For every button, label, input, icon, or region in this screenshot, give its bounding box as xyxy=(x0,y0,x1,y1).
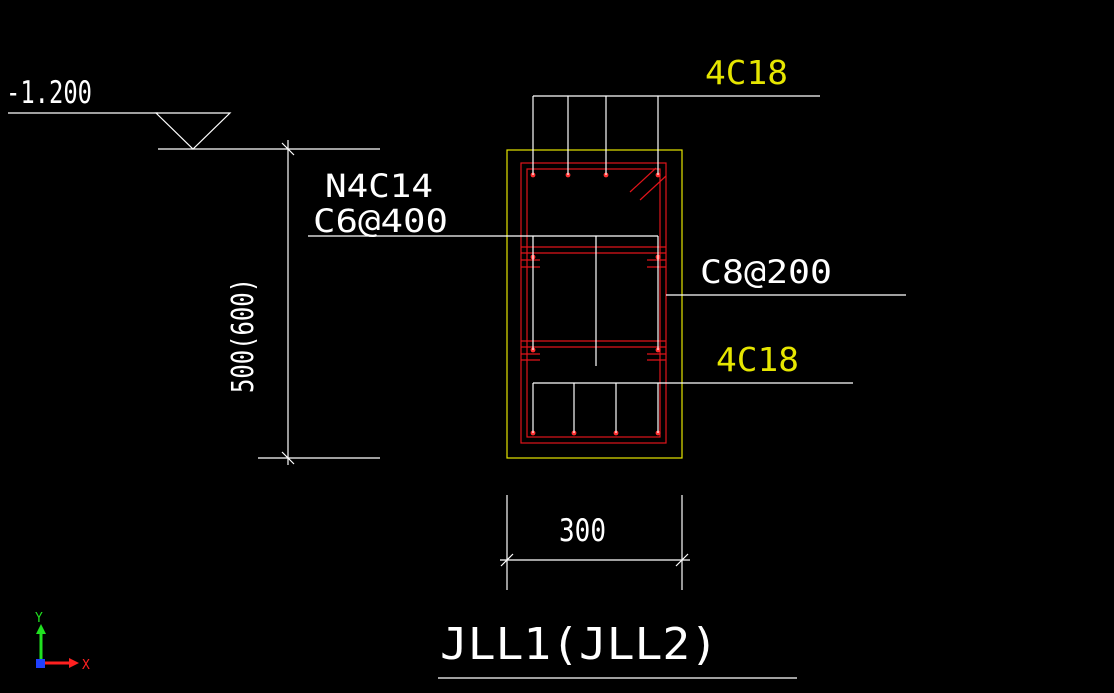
ucs-y-label: Y xyxy=(35,611,43,626)
top-rebar-leader xyxy=(532,95,820,175)
ucs-x-label: X xyxy=(82,658,90,673)
width-dimension xyxy=(500,495,690,590)
side-rebar-label: N4C14 xyxy=(325,167,433,205)
stirrup-label: C8@200 xyxy=(700,253,832,291)
tie-bars xyxy=(521,246,666,361)
top-rebar-label: 4C18 xyxy=(705,53,788,92)
rebar-dots xyxy=(530,172,661,436)
ucs-axis-icon xyxy=(36,624,79,668)
stirrups xyxy=(520,162,667,444)
width-dimension-label: 300 xyxy=(559,513,606,549)
height-dimension xyxy=(258,140,380,465)
concrete-section-outline xyxy=(506,149,683,459)
bottom-rebar-label: 4C18 xyxy=(716,340,799,379)
section-title: JLL1(JLL2) xyxy=(440,619,718,670)
elevation-label: -1.200 xyxy=(6,75,92,111)
bottom-rebar-leader xyxy=(532,382,853,433)
elevation-marker xyxy=(8,112,380,150)
height-dimension-label: 500(600) xyxy=(226,278,261,393)
tie-label: C6@400 xyxy=(313,202,448,240)
side-rebar-leader xyxy=(308,235,659,366)
